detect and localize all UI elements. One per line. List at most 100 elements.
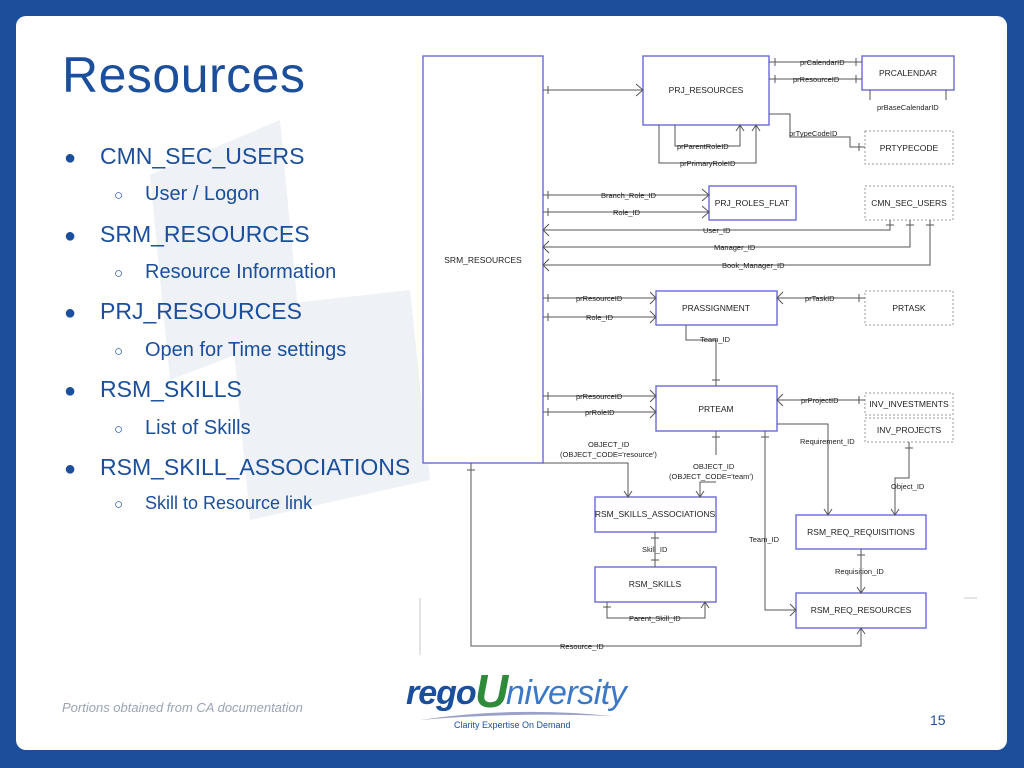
crowfoot-icon — [623, 490, 633, 498]
bullet-label: RSM_SKILLS — [100, 376, 242, 402]
logo-tagline: Clarity Expertise On Demand — [454, 720, 571, 730]
relationship-label: Branch_Role_ID — [601, 191, 657, 200]
relationship-line — [658, 125, 757, 164]
crowfoot-icon — [651, 537, 659, 561]
relationship-label: prProjectID — [801, 396, 839, 405]
crowfoot-icon — [823, 508, 833, 516]
bullet-item: ● SRM_RESOURCES — [64, 221, 310, 248]
crowfoot-icon — [547, 83, 644, 97]
sub-bullet-icon: ○ — [114, 343, 124, 360]
bullet-icon: ● — [64, 380, 77, 402]
sub-bullet-item: ○ List of Skills — [114, 417, 251, 440]
entity-label: PRASSIGNMENT — [682, 303, 750, 313]
relationship-label: prTypeCodeID — [789, 129, 838, 138]
entity-label: PRTEAM — [698, 404, 733, 414]
entity-label: PRCALENDAR — [879, 68, 937, 78]
relationship-label: (OBJECT_CODE='team') — [669, 472, 754, 481]
crowfoot-icon — [547, 389, 657, 419]
relationship-label: prRoleID — [585, 408, 615, 417]
relationship-line — [777, 423, 829, 515]
crowfoot-icon — [890, 447, 913, 516]
relationship-label: Role_ID — [613, 208, 641, 217]
relationship-label: Team_ID — [700, 335, 731, 344]
entity-label: PRJ_RESOURCES — [669, 85, 744, 95]
relationship-lines — [467, 58, 947, 647]
relationship-label: Resource_ID — [560, 642, 604, 651]
crowfoot-icon — [547, 188, 710, 219]
bullet-icon: ● — [64, 225, 77, 247]
relationship-label: (OBJECT_CODE='resource') — [560, 450, 657, 459]
bullet-label: PRJ_RESOURCES — [100, 298, 302, 324]
relationship-label: Team_ID — [749, 535, 780, 544]
logo-text: niversity — [506, 674, 627, 712]
relationship-label: OBJECT_ID — [693, 462, 735, 471]
crowfoot-icon — [735, 124, 761, 132]
entity-label: CMN_SEC_USERS — [871, 198, 947, 208]
entity-prj-resources: PRJ_RESOURCES — [642, 55, 770, 126]
relationship-label: Object_ID — [891, 482, 925, 491]
bullet-icon: ● — [64, 458, 77, 480]
entity-label: PRJ_ROLES_FLAT — [715, 198, 789, 208]
relationship-line — [606, 602, 706, 619]
bullet-label: RSM_SKILL_ASSOCIATIONS — [100, 454, 411, 480]
entity-label: RSM_SKILLS — [629, 579, 682, 589]
relationship-label: Book_Manager_ID — [722, 261, 785, 270]
relationship-label: Manager_ID — [714, 243, 756, 252]
sub-bullet-icon: ○ — [114, 496, 124, 513]
logo-text: rego — [406, 674, 477, 712]
entity-label: INV_INVESTMENTS — [869, 399, 949, 409]
bullet-item: ●PRJ_RESOURCES — [64, 298, 302, 325]
relationship-label: Requisition_ID — [835, 567, 884, 576]
relationship-line — [543, 220, 911, 248]
relationship-label: prPrimaryRoleID — [680, 159, 736, 168]
entity-rsm-req-requisitions: RSM_REQ_REQUISITIONS — [795, 514, 927, 550]
entity-prassignment: PRASSIGNMENT — [655, 290, 778, 326]
relationship-line — [769, 113, 865, 148]
relationship-label: User_ID — [703, 226, 731, 235]
relationship-line — [764, 431, 796, 611]
crowfoot-icon — [467, 469, 866, 635]
sub-bullet-label: List of Skills — [145, 417, 251, 439]
crowfoot-icon — [761, 436, 797, 617]
crowfoot-icon — [776, 393, 860, 407]
relationship-label: Skill_ID — [642, 545, 668, 554]
slide-title: Resources — [62, 47, 306, 103]
relationship-line — [699, 431, 717, 497]
bullet-label: SRM_RESOURCES — [100, 221, 310, 247]
relationship-label: prBaseCalendarID — [877, 103, 939, 112]
entity-prteam: PRTEAM — [655, 385, 778, 432]
entity-label: PRTYPECODE — [880, 143, 939, 153]
bullet-item: ● RSM_SKILLS — [64, 376, 242, 403]
entity-inv-projects: INV_PROJECTS — [864, 417, 954, 443]
sub-bullet-icon: ○ — [114, 187, 124, 204]
relationship-line — [543, 462, 629, 497]
logo-swoosh-icon — [420, 711, 612, 720]
sub-bullet-item: ○Resource Information — [114, 261, 336, 284]
relationship-label: Requirement_ID — [800, 437, 855, 446]
relationship-label: prResourceID — [576, 294, 623, 303]
footer-note: Portions obtained from CA documentation — [62, 700, 303, 715]
crowfoot-icon — [776, 291, 860, 305]
bullet-item: ● CMN_SEC_USERS — [64, 143, 305, 170]
sub-bullet-label: Open for Time settings — [145, 339, 347, 361]
entity-label: INV_PROJECTS — [877, 425, 942, 435]
relationship-line — [685, 325, 717, 386]
entity-srm-resources: SRM_RESOURCES — [422, 55, 544, 464]
sub-bullet-item: ○ Open for Time settings — [114, 339, 346, 362]
relationship-label: prCalendarID — [800, 58, 845, 67]
bullet-label: CMN_SEC_USERS — [100, 143, 305, 169]
entity-label: RSM_SKILLS_ASSOCIATIONS — [595, 509, 716, 519]
relationship-label: OBJECT_ID — [588, 440, 630, 449]
sub-bullet-item: ○User / Logon — [114, 183, 260, 206]
sub-bullet-label: Resource Information — [145, 261, 337, 283]
crowfoot-icon — [695, 436, 720, 498]
bullet-item: ● RSM_SKILL_ASSOCIATIONS — [64, 454, 410, 481]
regouniversity-logo: rego U niversity Clarity Expertise On De… — [402, 665, 627, 734]
bullet-icon: ● — [64, 147, 77, 169]
bullet-list: ● CMN_SEC_USERS ○User / Logon ● SRM_RESOUR… — [0, 0, 420, 560]
sub-bullet-icon: ○ — [114, 421, 124, 438]
entity-prtask: PRTASK — [864, 290, 954, 326]
logo-text: U — [475, 665, 509, 717]
relationship-line — [470, 463, 862, 647]
